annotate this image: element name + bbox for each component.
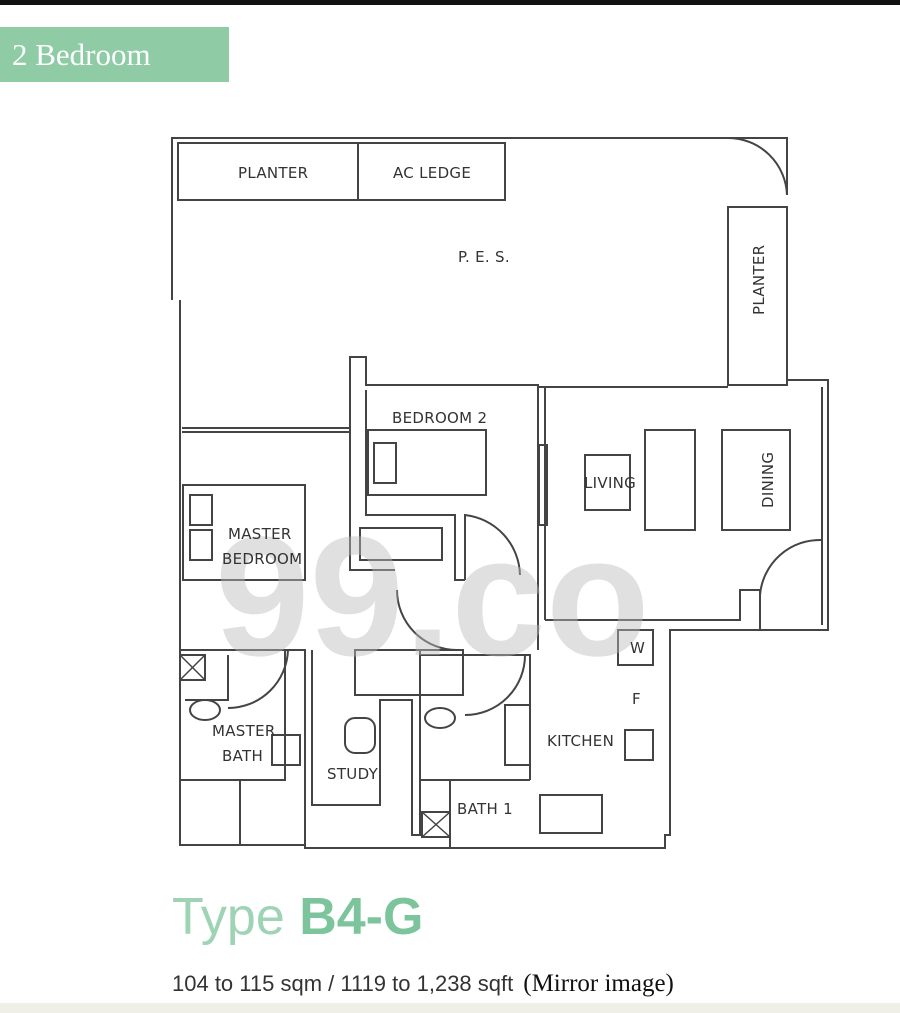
watermark-logo: 99.co — [215, 502, 650, 692]
category-badge: 2 Bedroom — [0, 27, 229, 82]
label-living: LIVING — [584, 474, 636, 492]
label-pes: P. E. S. — [458, 248, 510, 266]
walls — [171, 137, 829, 849]
door-swing-pes — [727, 137, 788, 196]
footer-strip — [0, 1003, 900, 1013]
label-bedroom2: BEDROOM 2 — [392, 409, 487, 427]
planter-ac-box — [177, 142, 506, 201]
unit-area-line: 104 to 115 sqm / 1119 to 1,238 sqft (Mirr… — [172, 970, 674, 998]
label-planter-top: PLANTER — [238, 164, 308, 182]
fixture-crosses — [179, 654, 451, 838]
label-planter-right: PLANTER — [750, 245, 768, 315]
label-fridge: F — [632, 690, 641, 708]
unit-type-prefix: Type — [172, 888, 285, 946]
planter-right-box — [727, 206, 788, 386]
label-master-bedroom-2: BEDROOM — [222, 550, 302, 568]
unit-area: 104 to 115 sqm / 1119 to 1,238 sqft — [172, 971, 514, 996]
outer-wall-top — [171, 137, 788, 300]
mirror-note: (Mirror image) — [523, 970, 674, 997]
label-master-bath-1: MASTER — [212, 722, 276, 740]
unit-type: Type B4-G — [172, 887, 423, 947]
label-master-bath-2: BATH — [222, 747, 263, 765]
label-master-bedroom-1: MASTER — [228, 525, 292, 543]
label-washer: W — [630, 639, 645, 657]
unit-type-code: B4-G — [299, 888, 424, 946]
top-border — [0, 0, 900, 5]
label-study: STUDY — [327, 765, 379, 783]
label-kitchen: KITCHEN — [547, 732, 614, 750]
label-ac-ledge: AC LEDGE — [393, 164, 471, 182]
label-bath1: BATH 1 — [457, 800, 513, 818]
label-dining: DINING — [759, 452, 777, 508]
